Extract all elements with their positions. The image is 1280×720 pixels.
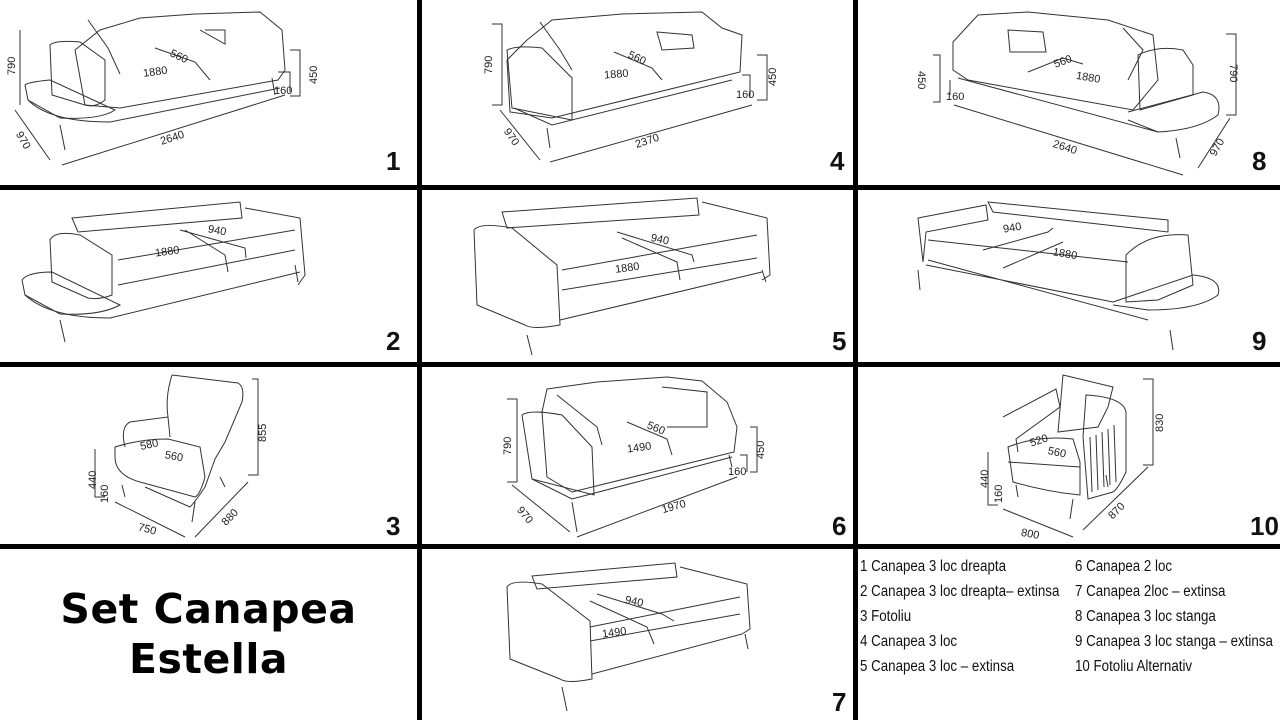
legend-item-9: 9 Canapea 3 loc stanga – extinsa [1075,633,1273,650]
legend-item-1: 1 Canapea 3 loc dreapta [860,558,1007,575]
sofa-3-seat-right-chaise-extended-drawing: 1880 940 [21,201,306,343]
dimension-seat-width: 1490 [626,440,652,455]
dimension-width: 2370 [634,132,661,151]
legend-item-6: 6 Canapea 2 loc [1075,558,1173,575]
title-block: Set Canapea Estella [0,548,417,720]
panel-sofa-5: 1880 940 5 [422,190,853,362]
legend-item-3: 3 Fotoliu [860,608,912,625]
sofa-2-seat-extended-drawing: 1490 940 [506,562,751,712]
legend-item-2: 2 Canapea 3 loc dreapta– extinsa [860,583,1060,600]
dimension-bed-width: 1880 [154,244,180,259]
dimension-seat-height: 450 [915,71,927,89]
panel-number: 4 [830,146,845,176]
sofa-3-seat-extended-drawing: 1880 940 [473,197,771,356]
dimension-seat-width: 1880 [142,65,168,80]
armchair-alternative-drawing: 520 560 830 440 160 800 870 [979,374,1166,542]
panel-sofa-7: 1490 940 7 [422,549,853,720]
dimension-width: 1970 [661,498,688,516]
panel-number: 1 [386,146,401,176]
dimension-width: 2640 [159,129,186,148]
dimension-depth: 970 [514,504,535,526]
legend-item-10: 10 Fotoliu Alternativ [1075,658,1193,675]
dimension-leg-height: 160 [728,466,746,478]
legend: 1 Canapea 3 loc dreapta 6 Canapea 2 loc … [860,556,1280,678]
sofa-3-seat-right-chaise-drawing: 790 450 160 970 2640 1880 560 [6,11,320,166]
dimension-leg-height: 160 [946,91,964,103]
dimension-bed-depth: 940 [650,232,670,248]
dimension-seat-width: 560 [164,449,184,464]
dimension-bed-depth: 940 [624,594,644,610]
dimension-leg-height: 160 [993,485,1005,503]
dimension-seat-depth: 560 [1052,53,1073,71]
grid-divider-horizontal-1 [0,185,1280,190]
panel-sofa-2: 1880 940 2 [0,190,417,362]
panel-number: 8 [1252,146,1267,176]
legend-item-4: 4 Canapea 3 loc [860,633,958,650]
grid-divider-horizontal-3 [0,544,1280,549]
dimension-depth: 870 [1106,500,1127,521]
panel-number: 3 [386,511,401,541]
legend-item-5: 5 Canapea 3 loc – extinsa [860,658,1015,675]
dimension-seat-depth: 520 [1028,432,1049,449]
panel-sofa-1: 790 450 160 970 2640 1880 560 1 [0,0,417,185]
title-line-2: Estella [128,635,289,683]
dimension-depth: 880 [220,507,241,528]
panel-sofa-8: 450 160 790 970 2640 1880 560 8 [858,0,1280,185]
panel-armchair-10: 520 560 830 440 160 800 870 10 [858,367,1280,544]
dimension-seat-height: 440 [87,471,99,489]
grid-divider-horizontal-2 [0,362,1280,367]
panel-number: 7 [832,687,847,717]
dimension-bed-width: 1490 [601,625,627,640]
dimension-bed-width: 1880 [1052,246,1078,262]
panel-number: 6 [832,511,847,541]
dimension-seat-height: 450 [767,68,779,86]
panel-armchair-3: 580 560 855 440 160 750 880 3 [0,367,417,544]
dimension-height-total: 855 [257,424,269,442]
panel-number: 10 [1250,511,1279,541]
dimension-bed-depth: 940 [1002,221,1022,236]
sofa-3-seat-left-chaise-extended-drawing: 1880 940 [917,201,1220,351]
dimension-width: 2640 [1051,138,1078,157]
dimension-bed-width: 1880 [614,261,640,276]
legend-item-8: 8 Canapea 3 loc stanga [1075,608,1216,625]
dimension-bed-depth: 940 [207,223,227,238]
dimension-seat-height: 450 [308,66,320,84]
grid-divider-vertical-2 [853,0,858,720]
sofa-3-seat-left-chaise-drawing: 450 160 790 970 2640 1880 560 [915,11,1239,176]
dimension-leg-height: 160 [736,89,754,101]
dimension-seat-depth: 560 [168,47,190,66]
panel-sofa-9: 1880 940 9 [858,190,1280,362]
grid-divider-vertical-1 [417,0,422,720]
dimension-width: 800 [1020,527,1040,542]
dimension-height-total: 790 [1227,64,1239,82]
dimension-seat-width: 560 [1047,445,1067,461]
title-line-1: Set Canapea [60,585,357,633]
dimension-depth: 970 [13,130,33,152]
dimension-height-total: 790 [483,56,495,74]
sofa-2-seat-drawing: 790 450 160 970 1970 1490 560 [502,376,767,538]
dimension-seat-width: 1880 [1075,70,1101,86]
dimension-height-total: 790 [502,437,514,455]
dimension-seat-height: 440 [979,470,991,488]
dimension-height-total: 790 [6,57,18,75]
dimension-seat-depth: 580 [139,437,159,453]
legend-item-7: 7 Canapea 2loc – extinsa [1075,583,1226,600]
dimension-height-total: 830 [1154,414,1166,432]
dimension-depth: 970 [1208,137,1228,159]
dimension-depth: 970 [501,126,521,148]
dimension-leg-height: 160 [274,85,292,97]
panel-number: 5 [832,326,847,356]
panel-number: 9 [1252,326,1267,356]
dimension-seat-height: 450 [755,441,767,459]
sofa-3-seat-drawing: 790 450 160 970 2370 1880 560 [483,11,779,163]
panel-sofa-6: 790 450 160 970 1970 1490 560 6 [422,367,853,544]
dimension-leg-height: 160 [99,485,111,503]
dimension-width: 750 [137,521,158,537]
panel-sofa-4: 790 450 160 970 2370 1880 560 4 [422,0,853,185]
dimension-seat-width: 1880 [604,68,629,82]
panel-number: 2 [386,326,401,356]
dimension-seat-depth: 560 [645,420,667,438]
armchair-drawing: 580 560 855 440 160 750 880 [87,374,269,538]
